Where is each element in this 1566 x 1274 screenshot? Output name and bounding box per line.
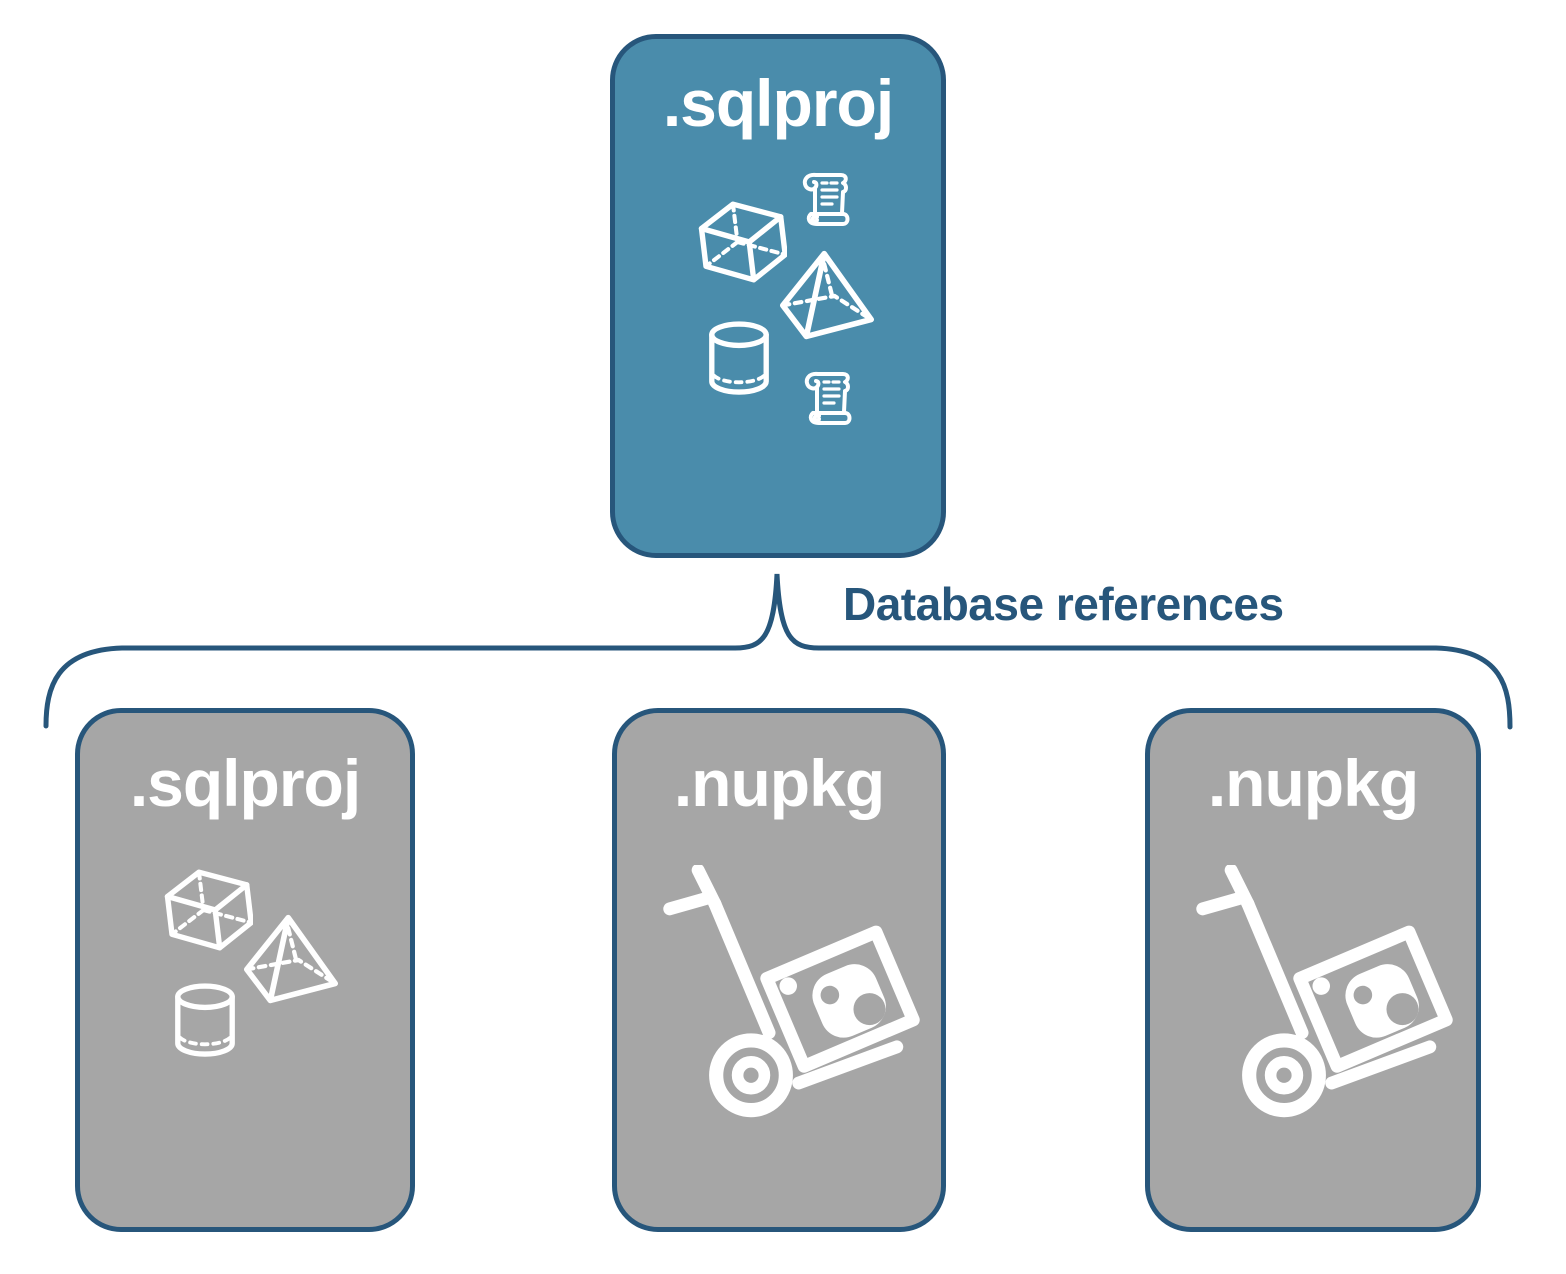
child-node-title: .sqlproj [129, 746, 361, 820]
child-sqlproj-node: .sqlproj [75, 708, 415, 1232]
cylinder-icon [171, 983, 239, 1061]
child-nupkg-node-1: .nupkg [612, 708, 946, 1232]
pyramid-icon [241, 913, 341, 1007]
root-node-title: .sqlproj [662, 66, 894, 140]
cube-icon [697, 197, 787, 287]
connector-label: Database references [843, 578, 1284, 630]
child-node-title: .nupkg [1207, 746, 1419, 820]
scroll-icon [798, 369, 858, 429]
pyramid-icon [777, 249, 877, 343]
child-nupkg-node-2: .nupkg [1145, 708, 1481, 1232]
child-node-title: .nupkg [673, 746, 885, 820]
package-dolly-icon [662, 863, 920, 1125]
cylinder-icon [705, 321, 773, 399]
cube-icon [163, 865, 253, 955]
scroll-icon [796, 170, 856, 230]
root-sqlproj-node: .sqlproj [610, 34, 946, 558]
package-dolly-icon [1195, 863, 1453, 1125]
